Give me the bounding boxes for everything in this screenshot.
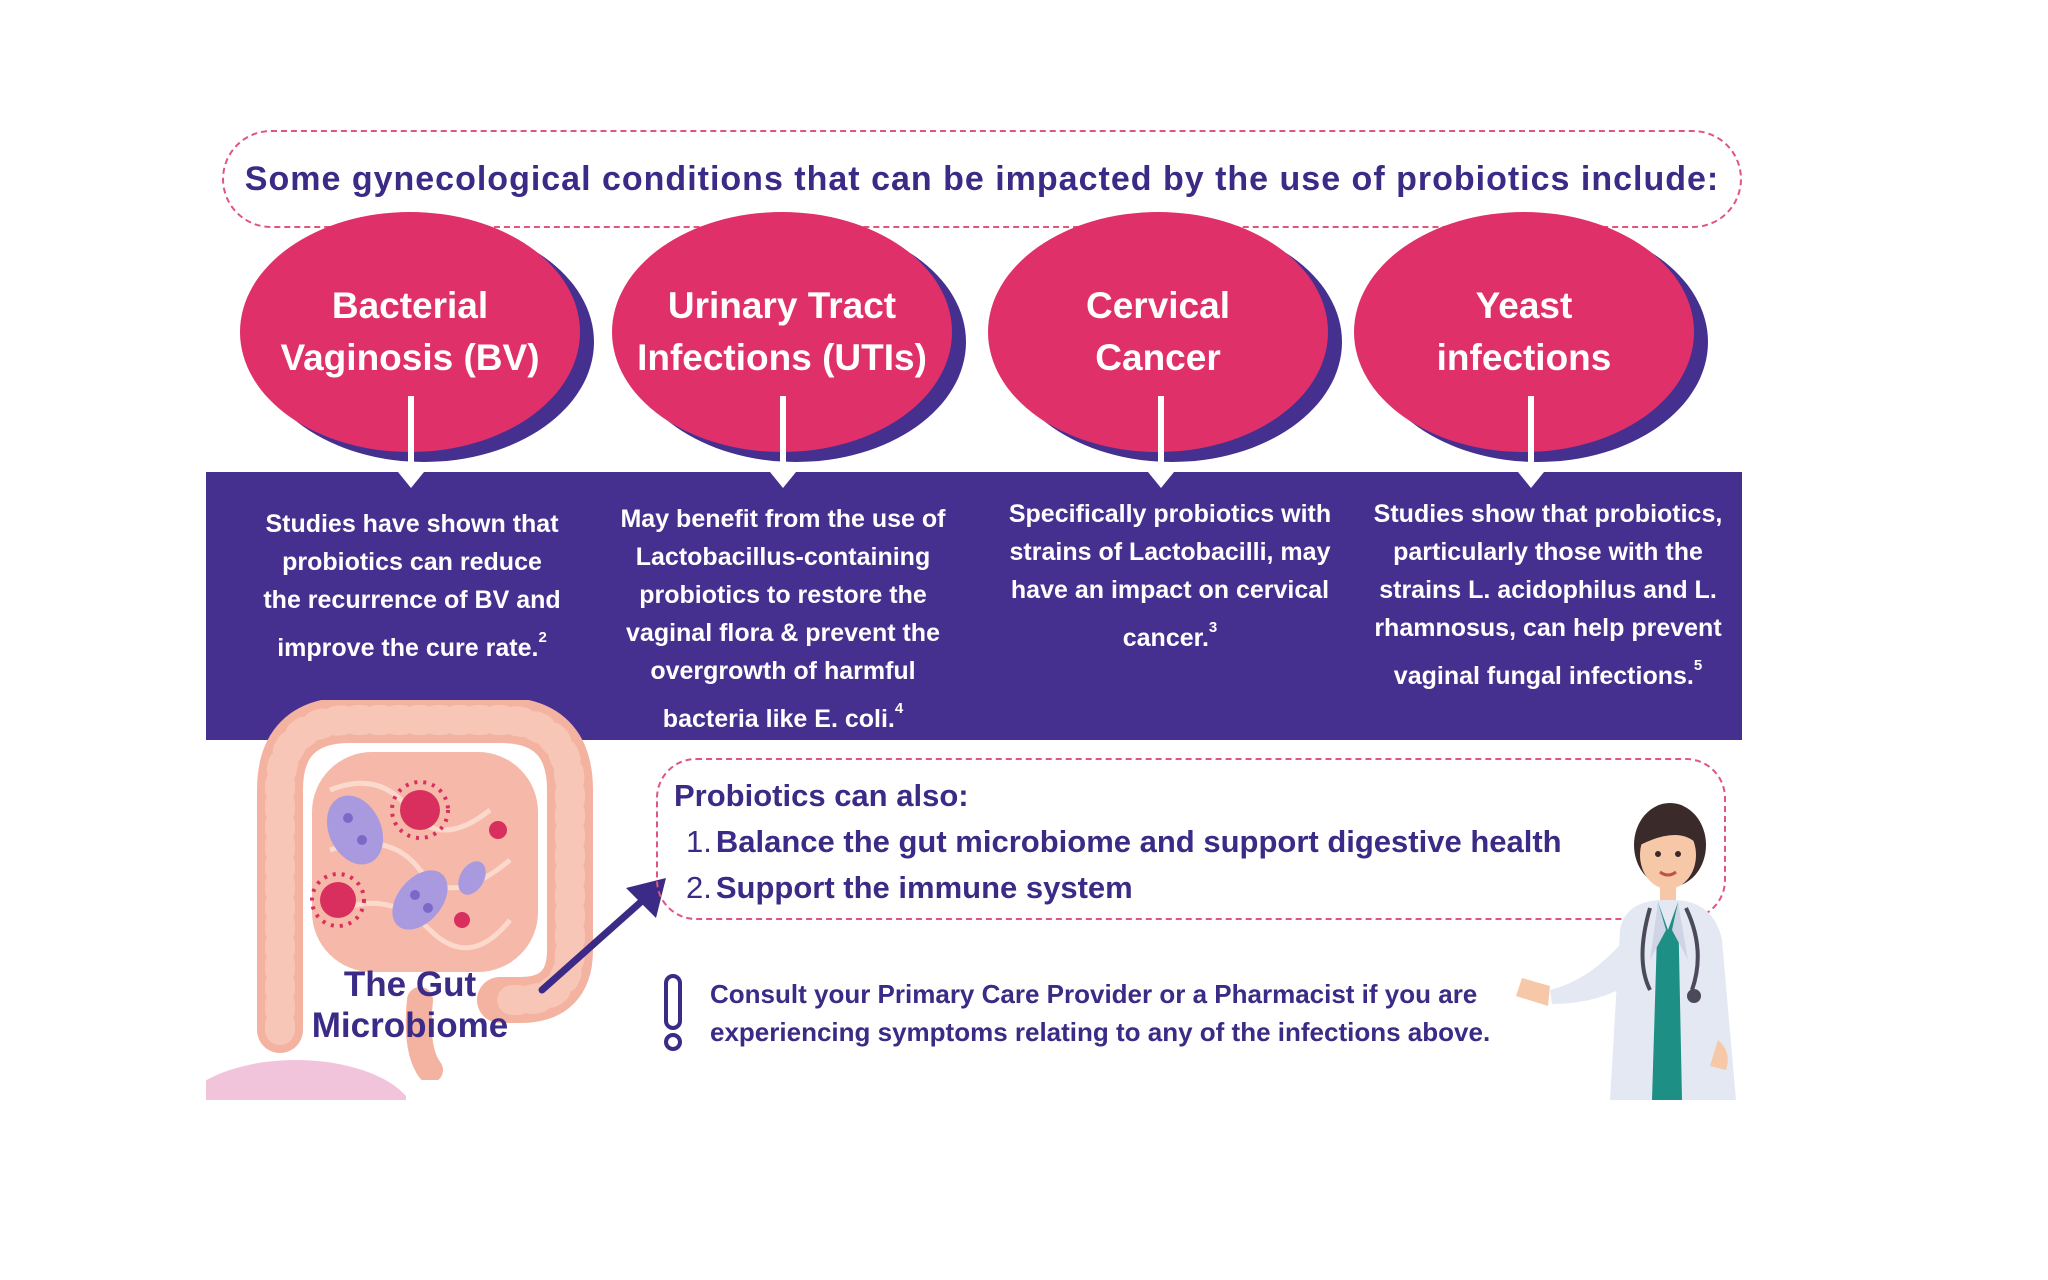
arrow-icon xyxy=(538,878,666,994)
arrow-down-icon xyxy=(408,396,414,474)
list-item: 1.Balance the gut microbiome and support… xyxy=(686,824,1562,859)
condition-title: Yeast infections xyxy=(1436,285,1612,378)
gut-microbiome-label: The Gut Microbiome xyxy=(311,965,509,1045)
arrow-down-icon xyxy=(398,472,424,488)
gut-illustration xyxy=(257,700,593,1080)
arrow-down-icon xyxy=(1158,396,1164,474)
virus-icon xyxy=(310,780,507,928)
arrow-down-icon xyxy=(780,396,786,474)
probiotics-also-box: Probiotics can also: 1.Balance the gut m… xyxy=(656,758,1726,920)
bacteria-icon xyxy=(326,795,486,930)
list-item: 2.Support the immune system xyxy=(686,870,1133,905)
header-banner: Some gynecological conditions that can b… xyxy=(222,130,1742,228)
arrow-down-icon xyxy=(1148,472,1174,488)
condition-bubble-uti: Urinary Tract Infections (UTIs) xyxy=(612,212,966,462)
condition-description-cervical: Specifically probiotics with strains of … xyxy=(1008,500,1332,652)
condition-bubble-bv: Bacterial Vaginosis (BV) xyxy=(240,212,594,462)
also-title: Probiotics can also: xyxy=(674,778,969,813)
arrow-down-icon xyxy=(770,472,796,488)
header-title: Some gynecological conditions that can b… xyxy=(244,159,1720,198)
condition-title: Urinary Tract Infections (UTIs) xyxy=(637,285,927,378)
condition-description-uti: May benefit from the use of Lactobacillu… xyxy=(620,505,946,733)
descriptions-band xyxy=(206,472,1742,740)
condition-bubble-cervical: Cervical Cancer xyxy=(988,212,1342,462)
exclamation-icon xyxy=(664,974,682,1051)
consult-notice: Consult your Primary Care Provider or a … xyxy=(710,979,1491,1047)
condition-title: Bacterial Vaginosis (BV) xyxy=(280,285,540,378)
arrow-down-icon xyxy=(1528,396,1534,474)
condition-title: Cervical Cancer xyxy=(1086,285,1230,378)
arrow-down-icon xyxy=(1518,472,1544,488)
doctor-illustration xyxy=(1516,803,1736,1100)
condition-bubble-yeast: Yeast infections xyxy=(1354,212,1708,462)
condition-description-yeast: Studies show that probiotics, particular… xyxy=(1373,500,1723,690)
condition-description-bv: Studies have shown that probiotics can r… xyxy=(263,510,561,662)
decorative-blob xyxy=(206,1060,406,1100)
